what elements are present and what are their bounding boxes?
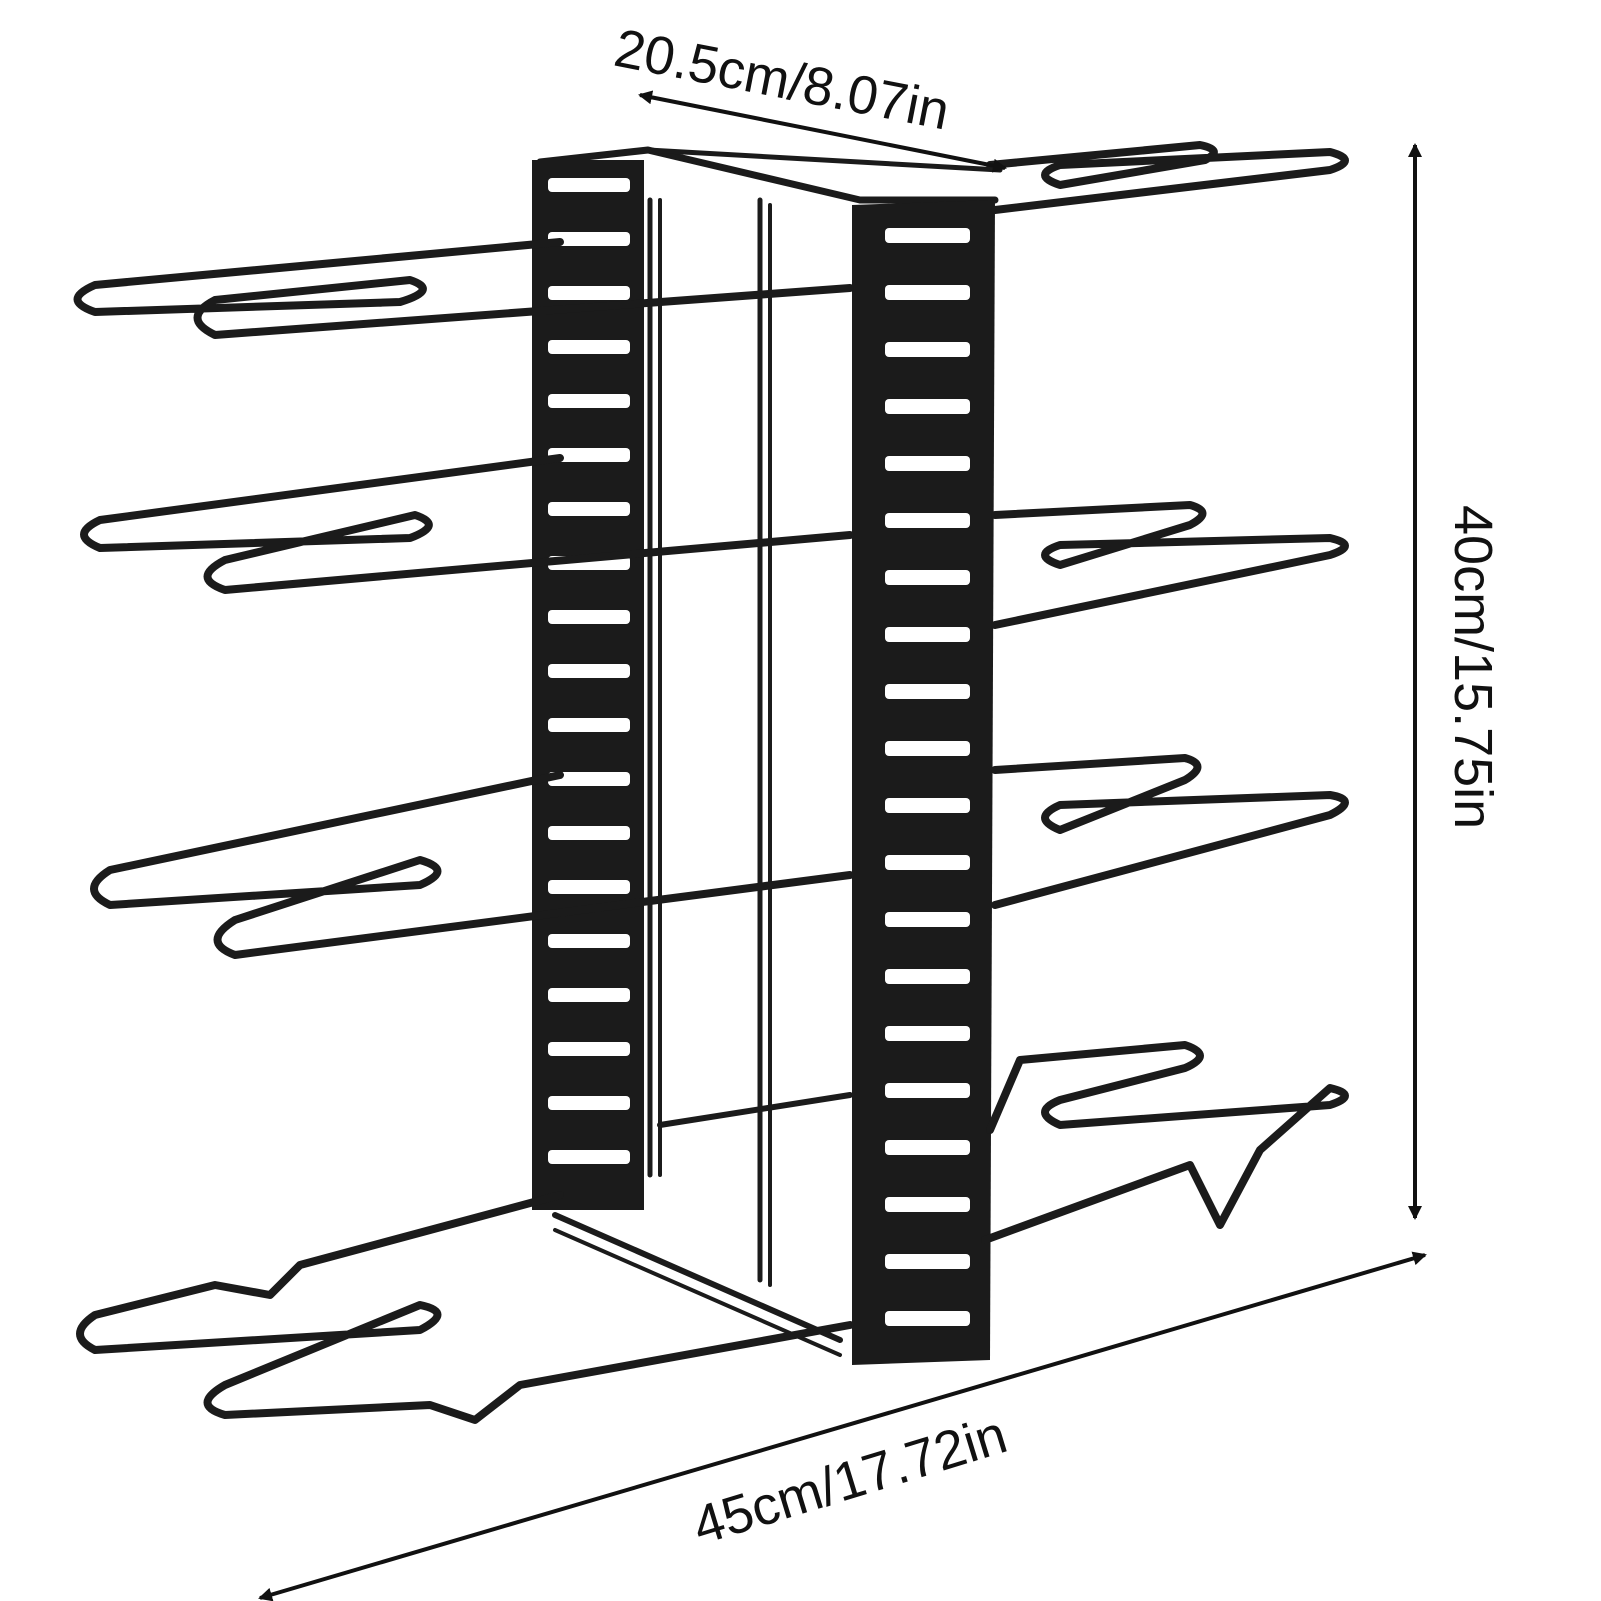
back-column-panel bbox=[532, 160, 644, 1210]
slot-cutout bbox=[548, 610, 630, 624]
slot-cutout bbox=[885, 1311, 970, 1326]
slot-cutout bbox=[885, 1026, 970, 1041]
slot-cutout bbox=[548, 718, 630, 732]
slot-cutout bbox=[885, 1197, 970, 1212]
slot-cutout bbox=[548, 934, 630, 948]
slot-cutout bbox=[885, 798, 970, 813]
slot-cutout bbox=[548, 232, 630, 246]
tier-1 bbox=[73, 141, 1349, 339]
slot-cutout bbox=[885, 912, 970, 927]
width-arrow bbox=[258, 1251, 1427, 1601]
slot-cutout bbox=[885, 627, 970, 642]
slot-cutout bbox=[885, 285, 970, 300]
slot-cutout bbox=[885, 570, 970, 585]
slot-cutout bbox=[885, 684, 970, 699]
slot-cutout bbox=[885, 228, 970, 243]
slot-cutout bbox=[548, 286, 630, 300]
slot-cutout bbox=[548, 664, 630, 678]
pan-organizer-rack-illustration bbox=[73, 141, 1349, 1424]
slot-cutout bbox=[885, 342, 970, 357]
slot-cutout bbox=[885, 399, 970, 414]
slot-cutout bbox=[548, 448, 630, 462]
width-label: 45cm/17.72in bbox=[686, 1404, 1014, 1556]
depth-arrow bbox=[638, 90, 1007, 173]
dimension-arrows bbox=[258, 90, 1427, 1601]
slot-cutout bbox=[548, 772, 630, 786]
slot-cutout bbox=[885, 855, 970, 870]
tier-4 bbox=[657, 1041, 1349, 1244]
slot-cutout bbox=[885, 1140, 970, 1155]
height-label: 40cm/15.75in bbox=[1443, 505, 1503, 829]
slot-cutout bbox=[548, 340, 630, 354]
slot-cutout bbox=[548, 826, 630, 840]
slot-cutout bbox=[548, 1096, 630, 1110]
slot-cutout bbox=[885, 456, 970, 471]
slot-cutout bbox=[885, 1083, 970, 1098]
slot-cutout bbox=[548, 988, 630, 1002]
slot-cutout bbox=[885, 513, 970, 528]
slot-cutout bbox=[548, 880, 630, 894]
slot-cutout bbox=[548, 1042, 630, 1056]
tier-3 bbox=[90, 754, 1349, 959]
shelf-tiers bbox=[73, 141, 1349, 1424]
tier-2 bbox=[80, 454, 1349, 629]
front-column-panel bbox=[852, 200, 995, 1365]
slot-cutout bbox=[548, 502, 630, 516]
slot-cutout bbox=[885, 969, 970, 984]
slot-cutout bbox=[548, 394, 630, 408]
slot-cutout bbox=[548, 1150, 630, 1164]
slot-cutout bbox=[548, 178, 630, 192]
slot-cutout bbox=[885, 1254, 970, 1269]
slot-cutout bbox=[885, 741, 970, 756]
